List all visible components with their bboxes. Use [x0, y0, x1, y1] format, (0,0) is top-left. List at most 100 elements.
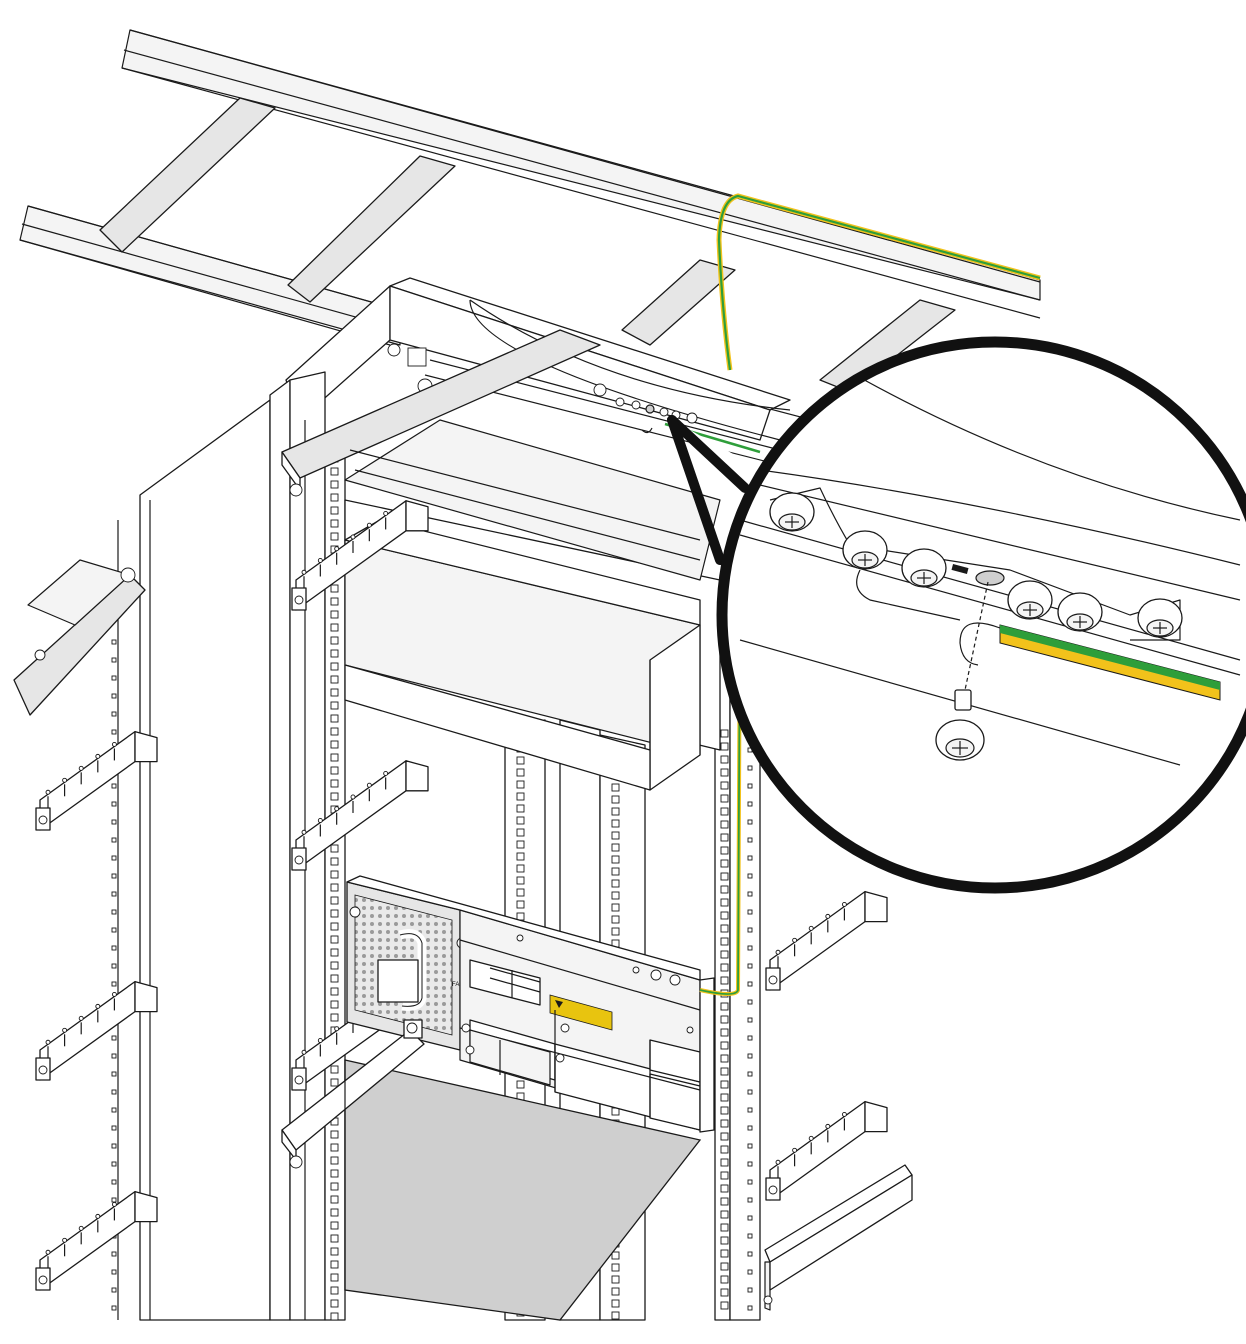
cable-ladder — [19, 29, 1041, 481]
rail-hole — [611, 807, 620, 816]
rail-hole — [330, 1234, 339, 1243]
post-hole — [111, 1179, 117, 1185]
rail-hole — [330, 714, 339, 723]
rail-hole — [747, 927, 753, 933]
rail-hole — [330, 727, 339, 736]
rail-hole — [720, 885, 729, 894]
rail-hole — [720, 1210, 729, 1219]
rail-hole — [720, 1171, 729, 1180]
rail-hole — [611, 867, 620, 876]
rail-hole — [720, 1158, 729, 1167]
rail-hole — [330, 467, 339, 476]
rail-hole — [747, 1107, 753, 1113]
rail-hole — [720, 1262, 729, 1271]
rail-hole — [330, 1247, 339, 1256]
ground-screw-icon — [1007, 580, 1053, 620]
rail-hole — [330, 1169, 339, 1178]
rail-hole — [747, 945, 753, 951]
post-hole — [111, 1269, 117, 1275]
rail-hole — [720, 1028, 729, 1037]
rail-hole — [330, 766, 339, 775]
post-hole — [111, 981, 117, 987]
rail-hole — [330, 935, 339, 944]
rail-hole — [611, 795, 620, 804]
post-hole — [111, 1287, 117, 1293]
post-hole — [111, 639, 117, 645]
rail-hole — [747, 1233, 753, 1239]
post-hole — [111, 1305, 117, 1311]
captive-screw-icon — [935, 689, 985, 761]
rail-hole — [330, 779, 339, 788]
rail-hole — [330, 610, 339, 619]
rail-hole — [330, 870, 339, 879]
rail-hole — [516, 912, 525, 921]
post-hole — [111, 927, 117, 933]
rail-hole — [330, 1143, 339, 1152]
post-hole — [111, 837, 117, 843]
rail-hole — [516, 756, 525, 765]
rail-hole — [720, 1236, 729, 1245]
rail-hole — [330, 974, 339, 983]
rail-hole — [720, 1002, 729, 1011]
rail-hole — [516, 768, 525, 777]
rail-hole — [611, 891, 620, 900]
rail-hole — [330, 1260, 339, 1269]
rail-hole — [330, 1182, 339, 1191]
rail-hole — [747, 1179, 753, 1185]
post-hole — [111, 729, 117, 735]
rail-hole — [330, 1195, 339, 1204]
fan-label: FAN — [452, 982, 464, 988]
rail-hole — [330, 753, 339, 762]
frame-ground-screws — [593, 383, 698, 434]
rail-hole — [330, 1130, 339, 1139]
rail-hole — [330, 1078, 339, 1087]
rail-hole — [516, 780, 525, 789]
rail-hole — [330, 740, 339, 749]
rail-hole — [516, 864, 525, 873]
rail-hole — [747, 873, 753, 879]
rail-hole — [747, 1071, 753, 1077]
rail-hole — [330, 961, 339, 970]
rail-hole — [720, 846, 729, 855]
rail-hole — [720, 1275, 729, 1284]
rail-hole — [720, 963, 729, 972]
rail-hole — [747, 891, 753, 897]
post-hole — [111, 963, 117, 969]
rail-hole — [330, 480, 339, 489]
rail-hole — [516, 840, 525, 849]
ground-screw-icon — [1057, 592, 1103, 632]
rail-hole — [516, 900, 525, 909]
post-hole — [111, 1053, 117, 1059]
cable-comb — [35, 1190, 158, 1291]
rail-hole — [720, 794, 729, 803]
rail-hole — [720, 1184, 729, 1193]
rail-hole — [720, 1249, 729, 1258]
rail-hole — [747, 1251, 753, 1257]
rail-hole — [330, 1013, 339, 1022]
rail-hole — [330, 1065, 339, 1074]
right-cable-combs — [763, 890, 913, 1311]
rail-hole — [720, 1301, 729, 1310]
rail-hole — [611, 1299, 620, 1308]
rail-hole — [330, 896, 339, 905]
rail-hole — [720, 937, 729, 946]
rail-hole — [720, 911, 729, 920]
rail-hole — [720, 1132, 729, 1141]
rail-hole — [330, 597, 339, 606]
rail-hole — [516, 852, 525, 861]
rail-hole — [330, 948, 339, 957]
rail-hole — [747, 837, 753, 843]
post-hole — [111, 1089, 117, 1095]
rail-hole — [720, 1145, 729, 1154]
rail-hole — [720, 1080, 729, 1089]
device-chassis: FAN — [346, 875, 715, 1133]
rail-hole — [720, 1288, 729, 1297]
rail-hole — [330, 1299, 339, 1308]
rail-hole — [747, 981, 753, 987]
post-hole — [111, 909, 117, 915]
ground-cable — [664, 193, 1041, 996]
rail-hole — [330, 792, 339, 801]
cable-comb — [765, 890, 888, 991]
rail-hole — [611, 915, 620, 924]
